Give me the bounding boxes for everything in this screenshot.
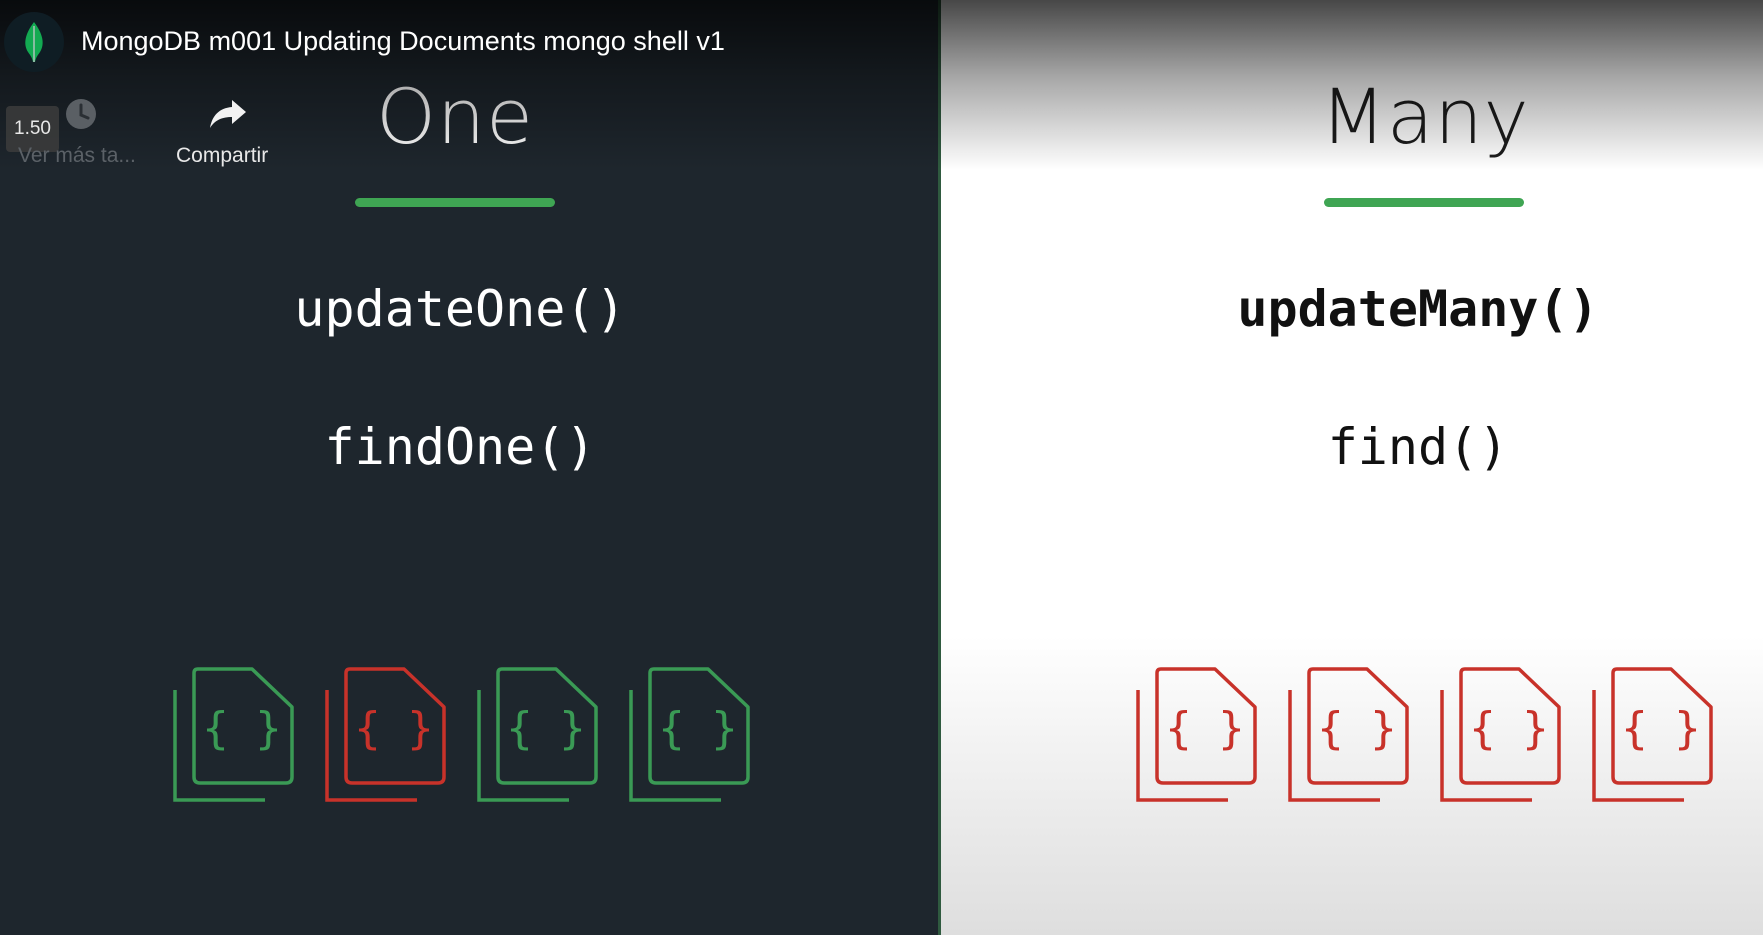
json-document-icon: { } (325, 667, 446, 802)
heading-one: One (376, 72, 534, 161)
heading-many: Many (1320, 72, 1530, 161)
json-document-icon: { } (173, 667, 294, 802)
json-document-icon: { } (1288, 667, 1409, 802)
playback-speed-badge[interactable]: 1.50 (6, 106, 59, 152)
share-label: Compartir (176, 144, 269, 167)
svg-text:{ }: { } (1469, 703, 1548, 754)
svg-text:{ }: { } (506, 703, 585, 754)
mongodb-leaf-icon (25, 22, 43, 62)
share-arrow-icon (210, 100, 246, 128)
clock-icon[interactable] (64, 97, 98, 131)
json-document-icon: { } (477, 667, 598, 802)
svg-text:{ }: { } (1621, 703, 1700, 754)
document-icons-right: { } { } { } { } (1133, 665, 1723, 825)
method-find-one: findOne() (324, 418, 596, 476)
json-document-icon: { } (629, 667, 750, 802)
video-title[interactable]: MongoDB m001 Updating Documents mongo sh… (81, 26, 725, 56)
slide-divider (938, 0, 941, 935)
heading-one-underline (355, 198, 555, 207)
svg-text:{ }: { } (1165, 703, 1244, 754)
method-update-many: updateMany() (1237, 280, 1599, 338)
method-find: find() (1327, 418, 1509, 476)
svg-text:{ }: { } (354, 703, 433, 754)
json-document-icon: { } (1440, 667, 1561, 802)
method-update-one: updateOne() (294, 280, 626, 338)
svg-text:{ }: { } (202, 703, 281, 754)
heading-many-underline (1324, 198, 1524, 207)
document-icons-left: { } { } { } { } (170, 665, 760, 825)
json-document-icon: { } (1136, 667, 1257, 802)
json-document-icon: { } (1592, 667, 1713, 802)
svg-text:{ }: { } (1317, 703, 1396, 754)
share-button[interactable]: Compartir (170, 96, 285, 176)
channel-avatar[interactable] (4, 12, 64, 72)
svg-text:{ }: { } (658, 703, 737, 754)
watch-later-label[interactable]: Ver más ta... (18, 144, 136, 167)
